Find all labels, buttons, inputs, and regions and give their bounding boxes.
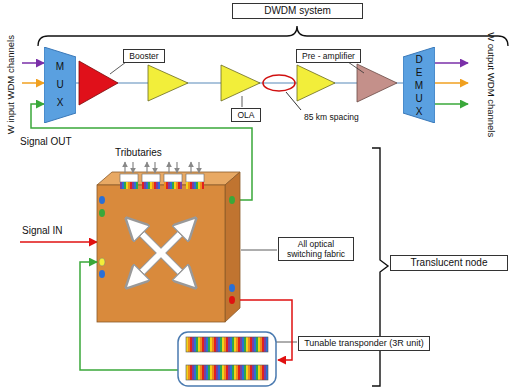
box-label: OLA [236,110,256,120]
port [229,196,235,204]
switch-symbol [132,224,161,253]
cube-side [225,172,240,322]
mux-letters: D E M U X [414,53,425,118]
tributary-label: Tributaries [115,147,162,159]
switch-symbol [133,225,189,281]
port [99,209,105,217]
mux-trapezoid: M U X [44,47,76,123]
fiber-spool [263,75,295,91]
input-channel [22,82,44,84]
bracket-label-box: Translucent node [390,255,508,271]
output-channel [435,103,468,105]
leader-line [286,92,301,110]
channel-label: W output WDM channels [486,32,497,137]
callout-box: Tunable transponder (3R unit) [298,336,430,351]
switching-fabric-cube [97,185,225,322]
box-label: Translucent node [395,257,503,269]
demux-trapezoid: D E M U X [403,47,435,123]
transceiver [186,337,268,352]
channel-label: W input WDM channels [5,35,16,134]
signal-label: Signal OUT [20,136,72,148]
callout-box: Pre - amplifier [296,49,361,63]
switch-symbol [161,253,190,282]
switch-symbol [161,224,190,253]
add-path [80,262,178,370]
input-channel [22,62,44,64]
leader-line [110,62,126,74]
leader-line [274,342,297,343]
box-label: All optical switching fabric [283,239,349,259]
mux-letters: M U X [55,58,66,112]
box-label: Booster [128,51,160,61]
amplifier [297,65,335,101]
box-label: Tunable transponder (3R unit) [303,338,425,349]
amplifier [148,65,188,101]
switch-symbol [133,225,189,281]
leader-line [242,96,243,107]
booster-amplifier [79,61,118,105]
amplifier [221,65,260,101]
system-title-box: DWDM system [232,3,363,19]
port [229,296,235,304]
port [99,258,105,266]
output-channel [435,82,468,84]
output-channel [435,62,468,64]
box-label: Pre - amplifier [301,51,356,61]
signal-label: Signal IN [22,225,63,237]
transponder-unit [178,332,276,386]
leader-line [241,250,277,251]
callout-box: All optical switching fabric [278,237,354,261]
port [99,196,105,204]
span-label: 85 km spacing [304,112,359,122]
system-brace [38,26,508,46]
leader-line [348,62,364,73]
switch-symbol [132,253,161,282]
tributary-transceivers [120,162,204,189]
pre-amplifier [357,64,397,102]
signal-in-arrow [20,241,97,243]
callout-box: OLA [231,108,261,122]
box-label: DWDM system [237,5,358,17]
callout-box: Booster [123,49,165,63]
port [229,284,235,292]
port [99,270,105,278]
transceiver [186,365,268,380]
